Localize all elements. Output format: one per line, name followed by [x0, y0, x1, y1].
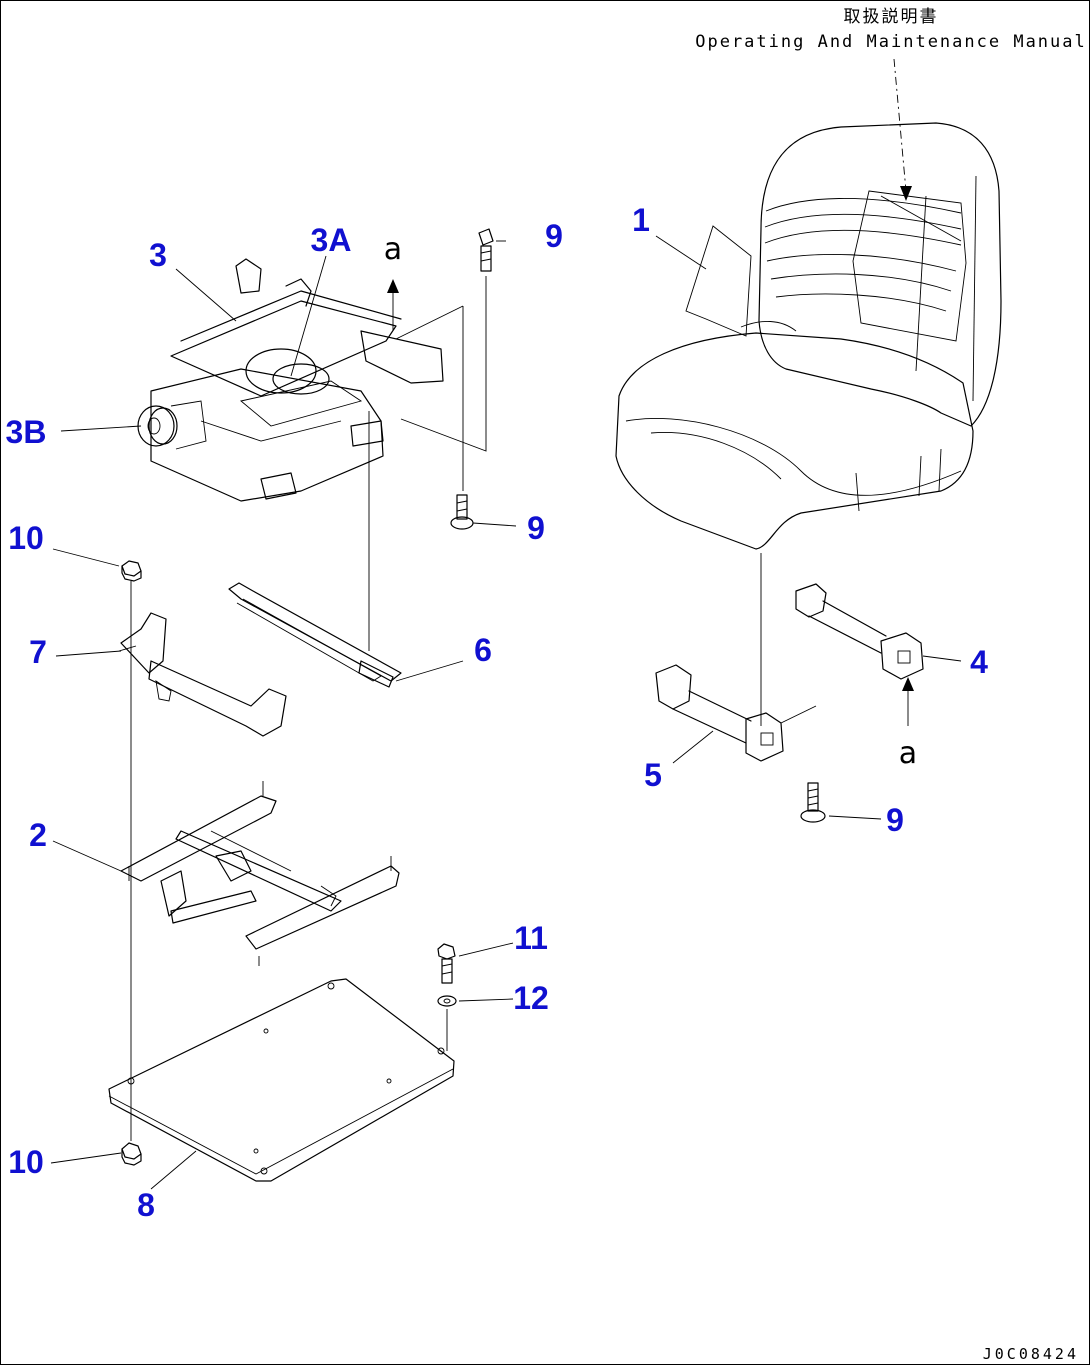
seat-assembly: [615, 122, 1002, 726]
callout-8: 8: [137, 1187, 155, 1223]
nut-part-10-lower: [121, 1142, 142, 1166]
rail-part-6: [228, 582, 402, 688]
callout-3a: 3A: [311, 222, 352, 258]
bracket-part-5: [655, 664, 817, 762]
nut-part-10-upper: [121, 560, 142, 582]
callout-12: 12: [513, 980, 549, 1016]
callout-3b: 3B: [6, 414, 47, 450]
callout-7: 7: [29, 634, 47, 670]
callout-11: 11: [514, 920, 548, 956]
manual-label-en: Operating And Maintenance Manual: [695, 32, 1087, 52]
manual-arrowhead: [900, 186, 912, 201]
callout-6: 6: [474, 632, 492, 668]
callout-5: 5: [644, 757, 662, 793]
reference-arrow-a-upper: a: [384, 232, 402, 331]
bolt-part-11: [437, 943, 456, 984]
callout-leaders: [50, 235, 962, 1190]
reference-mark-a-lower: a: [899, 736, 917, 771]
bolt-part-9-middle: [450, 494, 474, 530]
bolt-part-9-right: [800, 782, 826, 823]
plate-part-8: [108, 978, 455, 1182]
callout-9-upper: 9: [545, 218, 563, 254]
bolt-part-9-upper: [478, 228, 494, 272]
callout-10-lower: 10: [8, 1144, 44, 1180]
manual-label-jp: 取扱説明書: [844, 7, 939, 27]
callout-labels: 1 3 3A 3B 9 9 10 7 6 4 5 9 2 11 12 10 8: [6, 202, 989, 1223]
callout-3: 3: [149, 237, 167, 273]
callout-9-middle: 9: [527, 510, 545, 546]
slide-rail-part-2: [120, 781, 400, 966]
bracket-part-4: a: [795, 583, 924, 771]
callout-9-right: 9: [886, 802, 904, 838]
callout-10-upper: 10: [8, 520, 44, 556]
washer-part-12: [437, 995, 457, 1007]
callout-4: 4: [970, 644, 988, 680]
callout-1: 1: [632, 202, 650, 238]
suspension-part-3: [137, 258, 444, 502]
reference-mark-a-upper: a: [384, 232, 402, 267]
callout-2: 2: [29, 817, 47, 853]
drawing-code: J0C08424: [983, 1345, 1079, 1363]
bracket-part-7: [118, 612, 287, 737]
